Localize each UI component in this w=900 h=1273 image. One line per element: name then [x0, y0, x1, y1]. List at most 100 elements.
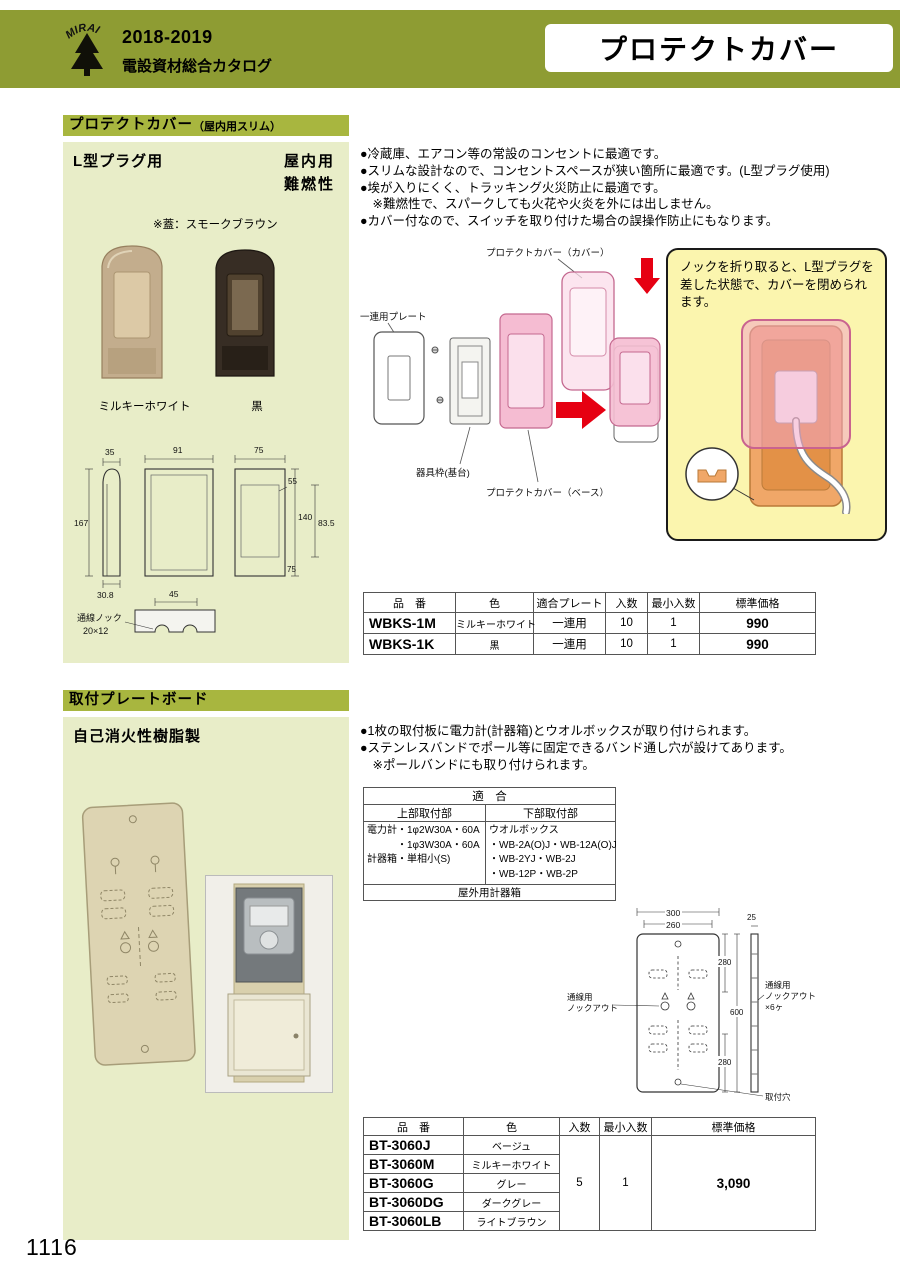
page-title: プロテクトカバー — [598, 34, 839, 65]
frame-label: 器具枠(基台) — [416, 467, 470, 479]
cover-usage-illustration — [685, 318, 851, 516]
compatibility-table: 適 合 上部取付部 下部取付部 電力計・1φ2W30A・60A ・1φ3W30A… — [363, 787, 617, 901]
dim-140: 140 — [298, 512, 312, 522]
mirai-logo-icon: MIRAI — [63, 22, 103, 76]
fit-title-row: 適 合 — [363, 787, 616, 805]
dimension-drawing-2: 300 260 280 600 280 — [567, 908, 815, 1102]
fit-upper-header: 上部取付部 — [363, 804, 486, 822]
section1-bullets: ●冷蔵庫、エアコン等の常設のコンセントに最適です。 ●スリムな設計なので、コンセ… — [360, 146, 895, 230]
plate-board-image — [81, 802, 196, 1066]
installed-photo — [205, 875, 333, 1093]
dim-91: 91 — [173, 445, 183, 455]
page-title-box: プロテクトカバー — [545, 24, 893, 72]
callout-box: ノックを折り取ると、L型プラグを差した状態で、カバーを閉められます。 — [666, 248, 887, 541]
fit-line: ・WB-12P・WB-2P — [489, 868, 578, 880]
cell-price: 3,090 — [651, 1135, 816, 1231]
front-view — [144, 468, 214, 577]
cover-milky-white-image — [101, 245, 163, 379]
fit-body-row: 電力計・1φ2W30A・60A ・1φ3W30A・60A 計器箱・単相小(S) … — [363, 821, 617, 885]
photo-wall-box — [227, 993, 311, 1077]
cell-code: BT-3060G — [363, 1173, 464, 1193]
side-strip-view — [750, 925, 759, 1093]
bullet-line: ※ポールバンドにも取り付けられます。 — [360, 757, 595, 772]
tree-icon — [71, 33, 103, 76]
assembled-unit — [609, 337, 661, 443]
col-header: 最小入数 — [599, 1117, 652, 1136]
dim-lines — [85, 458, 121, 588]
red-down-arrow-icon — [634, 258, 660, 294]
protect-cover-lid — [561, 271, 615, 391]
table-header-row: 品 番 色 入数 最小入数 標準価格 — [363, 1117, 816, 1136]
fit-line: ・WB-2YJ・WB-2J — [489, 854, 576, 865]
catalog-info: 2018-2019 電設資材総合カタログ — [122, 27, 272, 76]
lid-color-note: ※蓋：スモークブラウン — [153, 219, 278, 231]
cell-code: BT-3060LB — [363, 1211, 464, 1231]
bullet-line: ●カバー付なので、スイッチを取り付けた場合の誤操作防止にもなります。 — [360, 214, 779, 229]
fit-footer: 屋外用計器箱 — [363, 884, 616, 901]
header-band: MIRAI 2018-2019 電設資材総合カタログ プロテクトカバー — [0, 10, 900, 88]
knock-label: 通線ノック — [77, 612, 122, 623]
pink-cover-overlay — [741, 318, 851, 449]
knockout-detail-shape — [134, 609, 216, 633]
attr-indoor: 屋内用 — [283, 153, 335, 170]
fit-header-row: 上部取付部 下部取付部 — [363, 804, 616, 822]
cover-black-image — [215, 249, 275, 377]
catalog-years: 2018-2019 — [122, 27, 213, 47]
brand-text: MIRAI — [63, 22, 101, 42]
plate-details — [648, 940, 708, 1086]
single-gang-plate — [373, 331, 425, 425]
protect-cover-base — [499, 313, 553, 429]
plate-label: 一連用プレート — [360, 311, 427, 323]
section2-header: 取付プレートボード — [63, 690, 349, 711]
cell-code: BT-3060M — [363, 1154, 464, 1174]
side-view — [234, 468, 286, 577]
color-label-left: ミルキーホワイト — [98, 401, 191, 413]
cell-qty: 5 — [559, 1135, 600, 1231]
dim-75-top: 75 — [254, 445, 264, 455]
table-row: WBKS-1M ミルキーホワイト 一連用 10 1 990 — [363, 612, 816, 634]
bullet-line: ●ステンレスバンドでポール等に固定できるバンド通し穴が設けてあります。 — [360, 740, 792, 755]
bullet-line: ●冷蔵庫、エアコン等の常設のコンセントに最適です。 — [360, 147, 667, 161]
mounting-hole-label: 取付穴 — [765, 1092, 791, 1102]
knockout-detail-circle — [685, 446, 755, 501]
knockout-right-label: 通線用 — [765, 980, 791, 990]
cell-price: 990 — [699, 633, 816, 655]
catalog-name: 電設資材総合カタログ — [122, 58, 273, 75]
cell-code: BT-3060DG — [363, 1192, 464, 1212]
dim-30-8: 30.8 — [97, 590, 114, 600]
cell-plate: 一連用 — [533, 633, 606, 655]
table-header-row: 品 番 色 適合プレート 入数 最小入数 標準価格 — [363, 592, 816, 613]
col-header: 標準価格 — [699, 592, 816, 613]
fit-lower-header: 下部取付部 — [485, 804, 616, 822]
cover-label: プロテクトカバー（カバー） — [486, 247, 610, 259]
section1-subtitle: （屋内用スリム） — [193, 121, 281, 133]
dim-167: 167 — [74, 518, 88, 528]
cell-price: 990 — [699, 612, 816, 634]
device-frame — [449, 337, 491, 425]
cell-plate: 一連用 — [533, 612, 606, 634]
cell-color: ミルキーホワイト — [463, 1154, 560, 1174]
table-row: BT-3060G グレー — [363, 1173, 816, 1193]
installed-photo-drawing — [227, 883, 311, 1083]
dim-25: 25 — [747, 913, 756, 922]
table-row: WBKS-1K 黒 一連用 10 1 990 — [363, 633, 816, 655]
cell-min: 1 — [647, 612, 700, 634]
col-header: 品 番 — [363, 592, 456, 613]
dim-600: 600 — [730, 1008, 744, 1017]
col-header: 色 — [463, 1117, 560, 1136]
section2-title: 取付プレートボード — [69, 692, 209, 708]
dim-280-bottom: 280 — [718, 1058, 732, 1067]
cell-qty: 10 — [605, 633, 648, 655]
fit-footer-row: 屋外用計器箱 — [363, 884, 616, 901]
dim-280-top: 280 — [718, 958, 732, 967]
callout-text: ノックを折り取ると、L型プラグを差した状態で、カバーを閉められます。 — [680, 260, 874, 309]
knock-size: 20×12 — [83, 626, 108, 636]
fit-lower-list: ウオルボックス ・WB-2A(O)J・WB-12A(O)J ・WB-2YJ・WB… — [485, 821, 617, 885]
cell-code: BT-3060J — [363, 1135, 464, 1155]
knockout-left-label: 通線用 — [567, 992, 593, 1002]
bullet-line: ●スリムな設計なので、コンセントスペースが狭い箇所に最適です。(L型プラグ使用) — [360, 163, 830, 178]
col-header: 標準価格 — [651, 1117, 816, 1136]
knockout-right-label3: ×6ヶ — [765, 1002, 783, 1012]
dim-45: 45 — [169, 589, 179, 599]
